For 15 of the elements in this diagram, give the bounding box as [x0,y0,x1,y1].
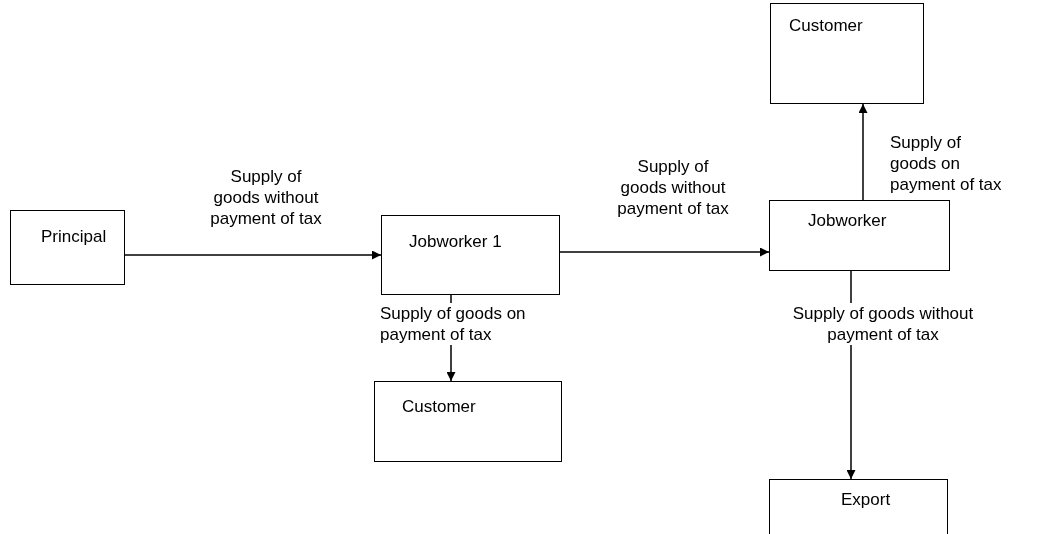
node-label: Principal [41,227,107,247]
arrow [124,250,382,260]
process-box [769,479,948,534]
arrow [858,103,868,201]
process-box [769,200,950,271]
process-box [770,3,924,104]
node-label: Customer [402,397,476,417]
process-box [374,381,562,462]
node-label: Jobworker 1 [409,232,502,252]
node-label: Jobworker [808,211,887,231]
process-box [381,215,560,295]
process-box [10,210,125,285]
arrow [559,247,770,257]
node-label: Customer [789,16,863,36]
node-label: Export [841,490,891,510]
